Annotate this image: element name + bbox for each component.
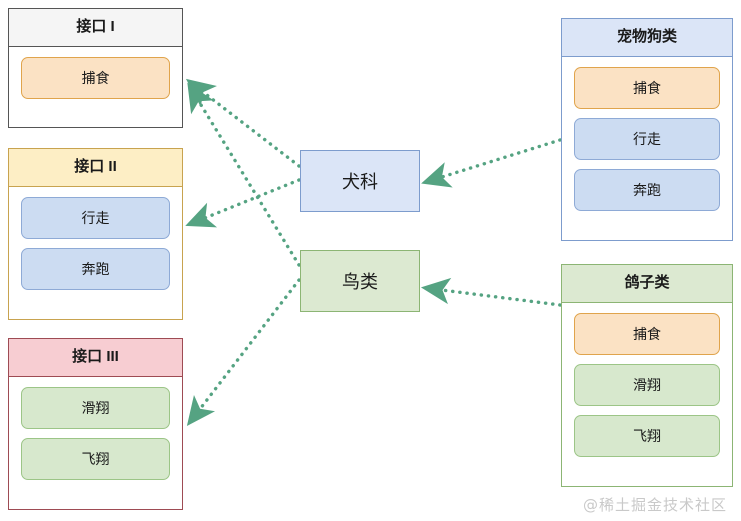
node-birds[interactable]: 鸟类 <box>300 250 420 312</box>
node-canidae-label: 犬科 <box>342 172 378 192</box>
interface-card-3[interactable]: 接口 III 滑翔 飞翔 <box>8 338 183 510</box>
class-card-pigeon-methods: 捕食 滑翔 飞翔 <box>562 303 732 467</box>
class-card-pet-dog-methods: 捕食 行走 奔跑 <box>562 57 732 221</box>
method-pill[interactable]: 滑翔 <box>21 387 170 429</box>
arrow-pigeon-to-birds <box>420 277 562 307</box>
arrow-birds-to-interface-3 <box>186 278 301 427</box>
interface-card-1-title: 接口 I <box>9 9 182 47</box>
node-birds-label: 鸟类 <box>342 272 378 292</box>
class-card-pigeon[interactable]: 鸽子类 捕食 滑翔 飞翔 <box>561 264 733 487</box>
arrow-pet-dog-to-canidae <box>421 138 562 188</box>
interface-card-1[interactable]: 接口 I 捕食 <box>8 8 183 128</box>
method-pill[interactable]: 奔跑 <box>574 169 720 211</box>
interface-card-3-methods: 滑翔 飞翔 <box>9 377 182 490</box>
method-pill[interactable]: 飞翔 <box>574 415 720 457</box>
method-pill[interactable]: 捕食 <box>574 313 720 355</box>
method-pill[interactable]: 奔跑 <box>21 248 170 290</box>
class-card-pet-dog-title: 宠物狗类 <box>562 19 732 57</box>
interface-card-2[interactable]: 接口 II 行走 奔跑 <box>8 148 183 320</box>
method-pill[interactable]: 捕食 <box>21 57 170 99</box>
method-pill[interactable]: 飞翔 <box>21 438 170 480</box>
node-canidae[interactable]: 犬科 <box>300 150 420 212</box>
method-pill[interactable]: 捕食 <box>574 67 720 109</box>
watermark: @稀土掘金技术社区 <box>582 496 727 514</box>
interface-card-3-title: 接口 III <box>9 339 182 377</box>
arrow-canidae-to-interface-2 <box>185 178 301 228</box>
arrow-birds-to-interface-1 <box>187 82 301 267</box>
method-pill[interactable]: 滑翔 <box>574 364 720 406</box>
interface-card-2-methods: 行走 奔跑 <box>9 187 182 300</box>
class-card-pigeon-title: 鸽子类 <box>562 265 732 303</box>
method-pill[interactable]: 行走 <box>21 197 170 239</box>
interface-card-2-title: 接口 II <box>9 149 182 187</box>
arrow-canidae-to-interface-1 <box>185 78 301 168</box>
class-card-pet-dog[interactable]: 宠物狗类 捕食 行走 奔跑 <box>561 18 733 241</box>
method-pill[interactable]: 行走 <box>574 118 720 160</box>
interface-card-1-methods: 捕食 <box>9 47 182 109</box>
